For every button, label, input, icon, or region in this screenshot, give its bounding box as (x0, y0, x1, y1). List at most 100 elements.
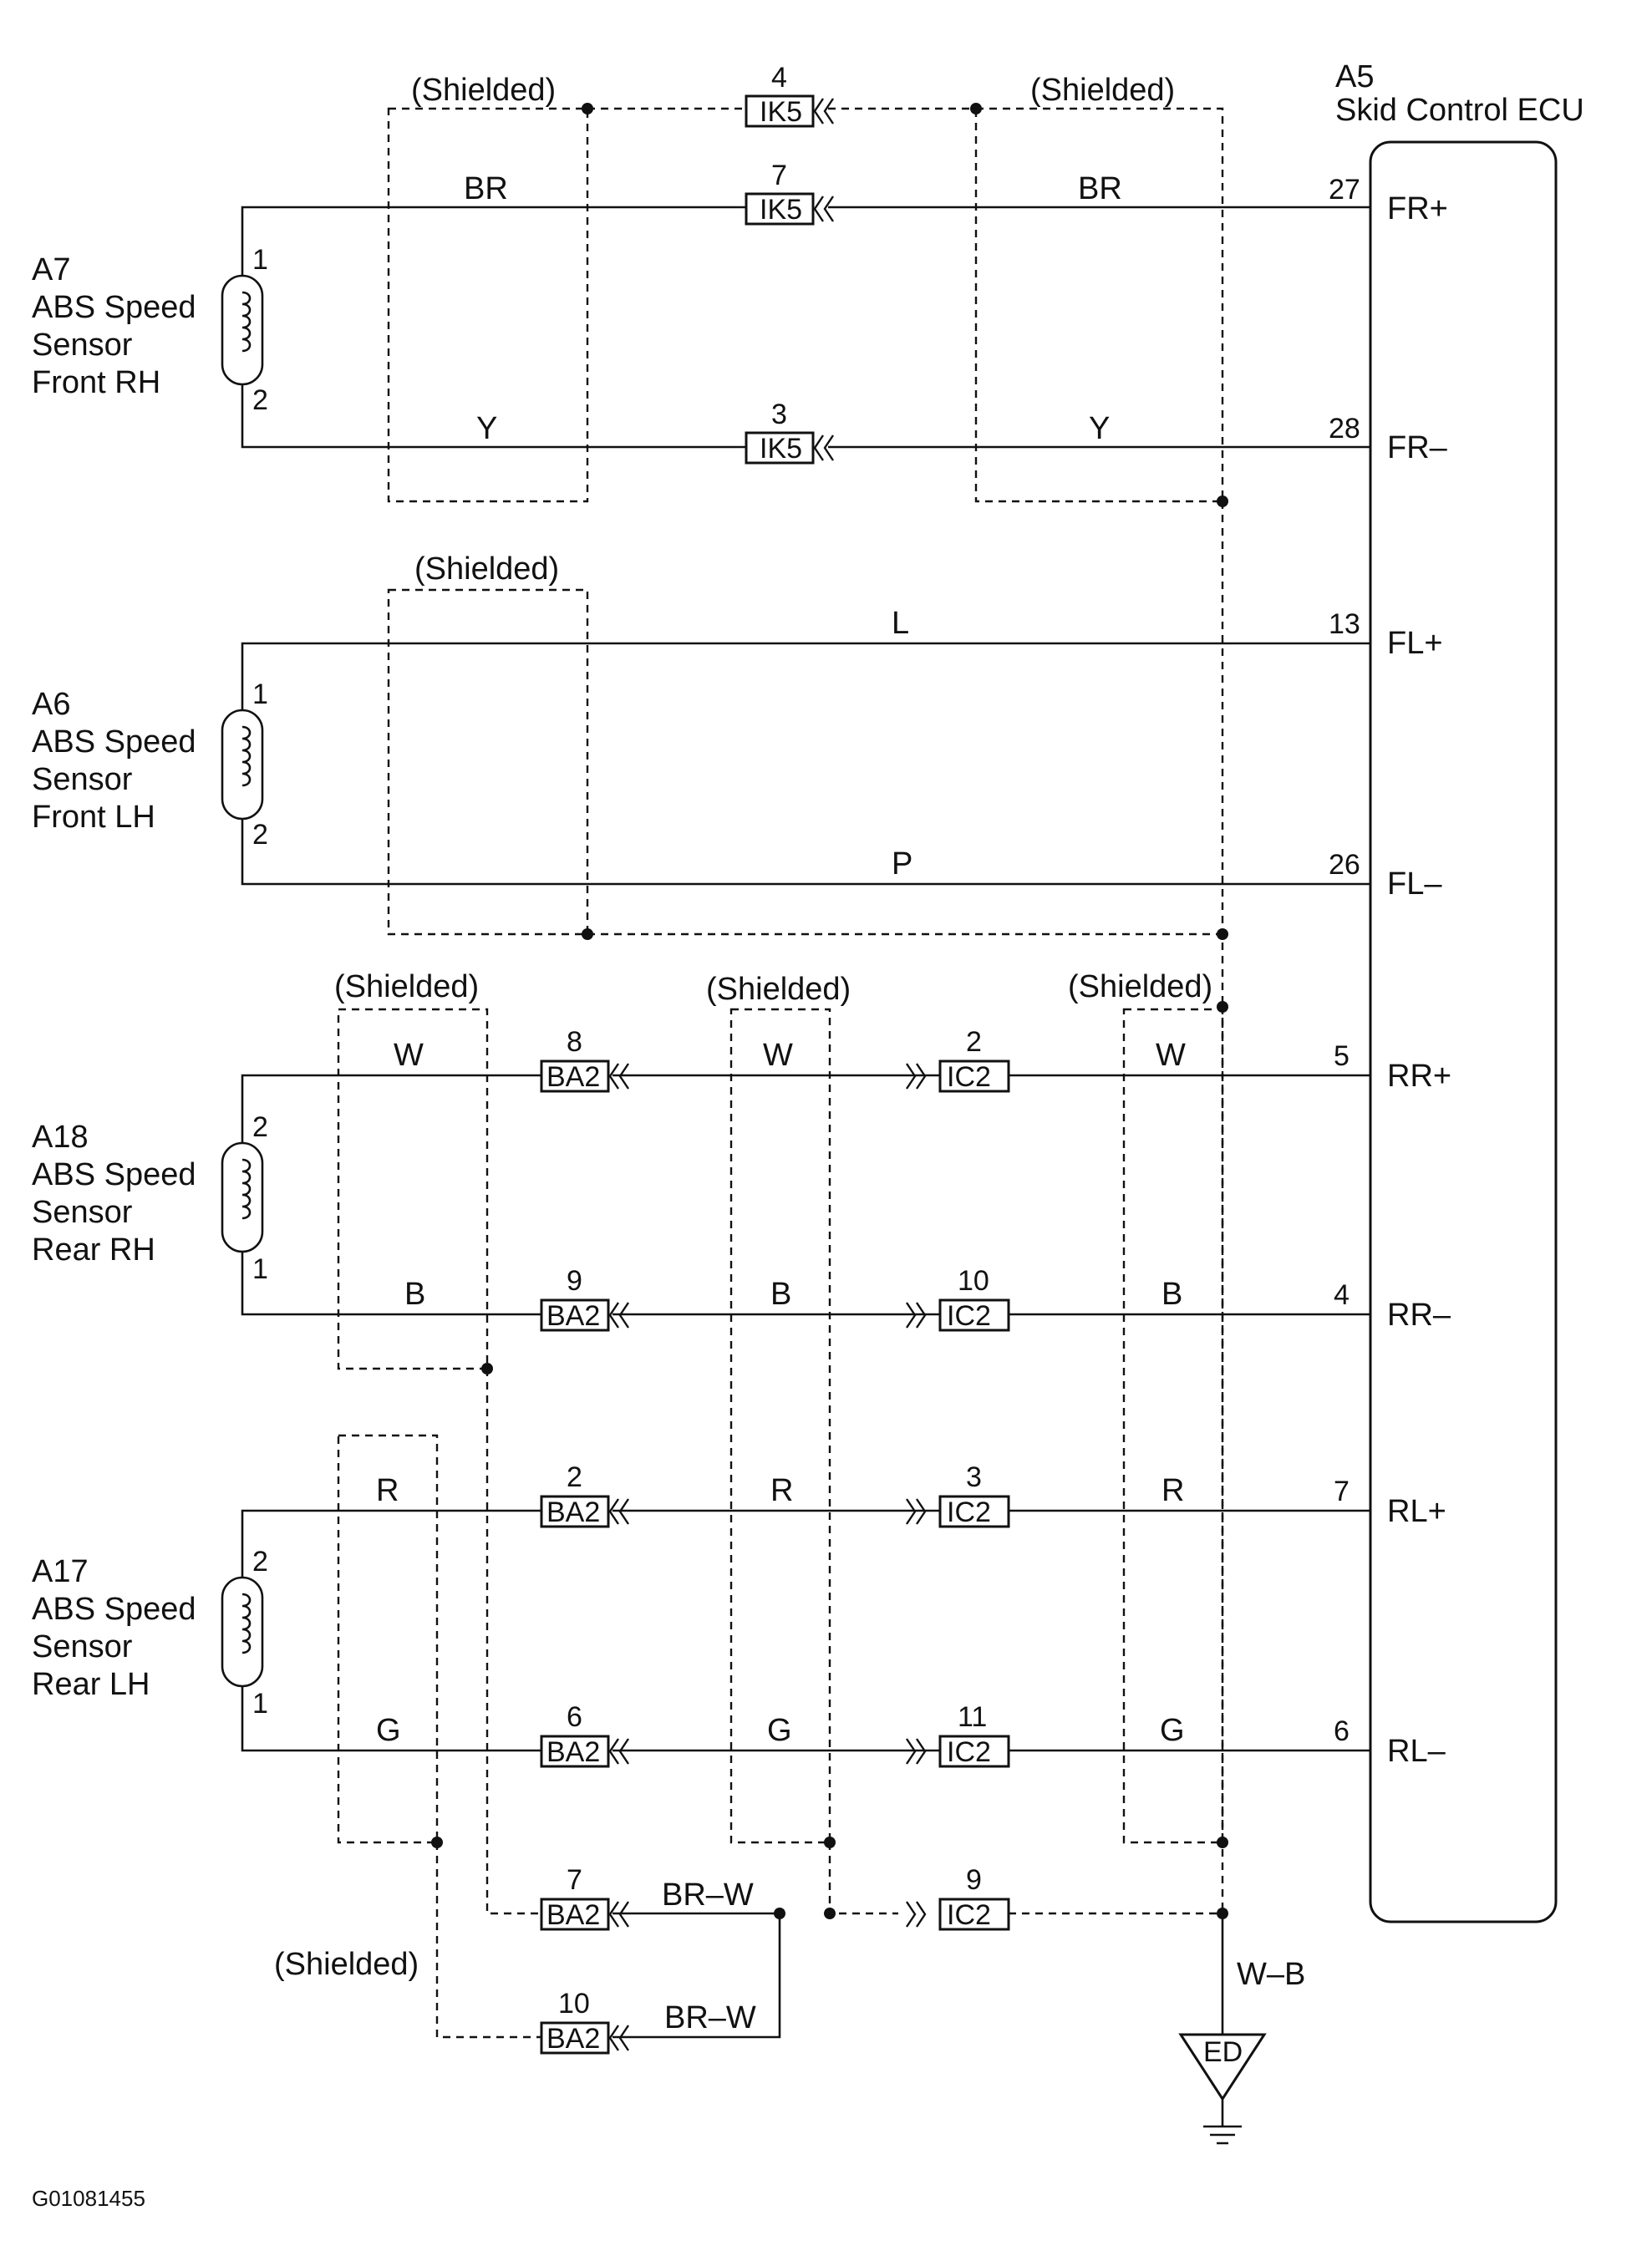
connector-label: BA2 (546, 1496, 600, 1528)
connector-ic2-pin9: IC2 9 (906, 1864, 1010, 1931)
connector-pin: 9 (966, 1864, 982, 1896)
connector-label: BA2 (546, 1736, 600, 1768)
connector-ba2-pin2: BA2 2 (540, 1461, 629, 1528)
wire-color: G (1160, 1713, 1185, 1748)
connector-ba2-pin9: BA2 9 (540, 1265, 629, 1332)
connector-label: BA2 (546, 2023, 600, 2055)
connector-pin: 6 (567, 1701, 582, 1733)
connector-ba2-pin6: BA2 6 (540, 1701, 629, 1768)
connector-pin: 8 (567, 1026, 582, 1058)
ecu-pin-number: 7 (1334, 1476, 1350, 1507)
sensor-line3: Rear RH (32, 1232, 155, 1268)
ground-point: W–B ED (1178, 1957, 1305, 2145)
connector-ic2-pin3: IC2 3 (906, 1461, 1010, 1528)
ecu-pin-label: FL– (1387, 866, 1442, 902)
pin-top: 2 (252, 1546, 268, 1578)
sensor-ref: A6 (32, 687, 70, 722)
ecu-pin-label: RR– (1387, 1298, 1451, 1333)
sensor-ref: A17 (32, 1554, 89, 1589)
connector-label: IC2 (947, 1496, 991, 1528)
sensor-line2: Sensor (32, 1195, 133, 1230)
sensor-line1: ABS Speed (32, 1157, 196, 1192)
pin-bottom: 2 (252, 384, 268, 416)
connector-label: IK5 (760, 433, 802, 465)
wire-color: W (1156, 1038, 1186, 1073)
ecu-pin-number: 13 (1329, 608, 1360, 640)
sensor-line3: Front RH (32, 365, 160, 400)
wire-color: B (404, 1277, 425, 1312)
ecu-pin-number: 26 (1329, 849, 1360, 881)
pin-bottom: 1 (252, 1253, 268, 1285)
ecu-pin-number: 4 (1334, 1279, 1350, 1311)
shield-labels: (Shielded) (Shielded) (Shielded) (Shield… (274, 73, 1212, 1982)
wire-color: B (1161, 1277, 1182, 1312)
ecu-pin-number: 6 (1334, 1715, 1350, 1747)
sensor-front-rh: A7 ABS Speed Sensor Front RH 1 2 (32, 244, 268, 416)
ground-wire-color: W–B (1237, 1957, 1305, 1992)
connector-label: IK5 (760, 96, 802, 128)
ecu-pins: 27 FR+ 28 FR– 13 FL+ 26 FL– 5 RR+ 4 RR– … (1329, 174, 1451, 1769)
shield-label: (Shielded) (414, 551, 559, 587)
wires (241, 206, 1370, 2039)
wire-color-labels: BR BR Y Y L P W W W B B B R R R G G G BR… (376, 171, 1186, 2035)
wire-color: G (767, 1713, 792, 1748)
shield-label: (Shielded) (274, 1947, 419, 1982)
wire-color: R (376, 1473, 399, 1508)
connector-pin: 10 (558, 1988, 590, 2020)
earth-symbol-icon (1203, 2099, 1242, 2145)
wire-color: P (892, 846, 912, 882)
sensor-line1: ABS Speed (32, 290, 196, 325)
ecu-pin-label: FR– (1387, 430, 1448, 465)
figure-id: G01081455 (32, 2186, 145, 2211)
connector-ik5-pin3: IK5 3 (745, 399, 834, 465)
sensor-line1: ABS Speed (32, 1592, 196, 1627)
ecu-pin-label: FR+ (1387, 191, 1448, 226)
connector-label: BA2 (546, 1061, 600, 1093)
wire-color: BR (1078, 171, 1122, 206)
connector-label: IC2 (947, 1300, 991, 1332)
wire-color: B (770, 1277, 791, 1312)
connector-ba2-pin8: BA2 8 (540, 1026, 629, 1093)
wire-color: R (1161, 1473, 1184, 1508)
connector-ba2-pin7: BA2 7 (540, 1864, 629, 1931)
connector-ik5-pin7: IK5 7 (745, 160, 834, 226)
connector-pin: 7 (567, 1864, 582, 1896)
wire-color: Y (476, 411, 497, 446)
sensor-front-lh: A6 ABS Speed Sensor Front LH 1 2 (32, 678, 268, 851)
wire-color: BR–W (662, 1878, 754, 1913)
pin-top: 1 (252, 678, 268, 710)
connector-ic2-pin10: IC2 10 (906, 1265, 1010, 1332)
ecu-ref: A5 (1335, 59, 1374, 94)
connector-ba2-pin10: BA2 10 (540, 1988, 629, 2055)
ecu-pin-label: FL+ (1387, 626, 1443, 661)
connector-ic2-pin2: IC2 2 (906, 1026, 1010, 1093)
shield-label: (Shielded) (1068, 969, 1212, 1004)
wire-color: W (763, 1038, 793, 1073)
ground-triangle-icon (1178, 2033, 1267, 2101)
connector-pin: 2 (966, 1026, 982, 1058)
sensor-line3: Rear LH (32, 1667, 150, 1702)
connector-ik5-pin4: IK5 4 (745, 62, 834, 128)
shield-label: (Shielded) (334, 969, 479, 1004)
shield-label: (Shielded) (411, 73, 556, 108)
connector-label: IC2 (947, 1061, 991, 1093)
connector-label: BA2 (546, 1899, 600, 1931)
wire-color: Y (1089, 411, 1110, 446)
ecu-pin-number: 5 (1334, 1040, 1350, 1072)
sensor-line2: Sensor (32, 762, 133, 797)
splice-dots (431, 103, 1228, 1919)
pin-top: 1 (252, 244, 268, 276)
ecu-pin-number: 28 (1329, 413, 1360, 445)
sensor-rear-rh: A18 ABS Speed Sensor Rear RH 2 1 (32, 1111, 268, 1285)
ecu-pin-label: RR+ (1387, 1059, 1451, 1094)
connector-pin: 11 (958, 1701, 987, 1733)
connector-label: IK5 (760, 194, 802, 226)
connector-pin: 9 (567, 1265, 582, 1297)
connector-ic2-pin11: IC2 11 (906, 1701, 1010, 1768)
ground-ref: ED (1203, 2036, 1243, 2068)
shield-label: (Shielded) (1030, 73, 1175, 108)
ecu-pin-label: RL– (1387, 1734, 1446, 1769)
connector-pin: 2 (567, 1461, 582, 1493)
connector-label: BA2 (546, 1300, 600, 1332)
